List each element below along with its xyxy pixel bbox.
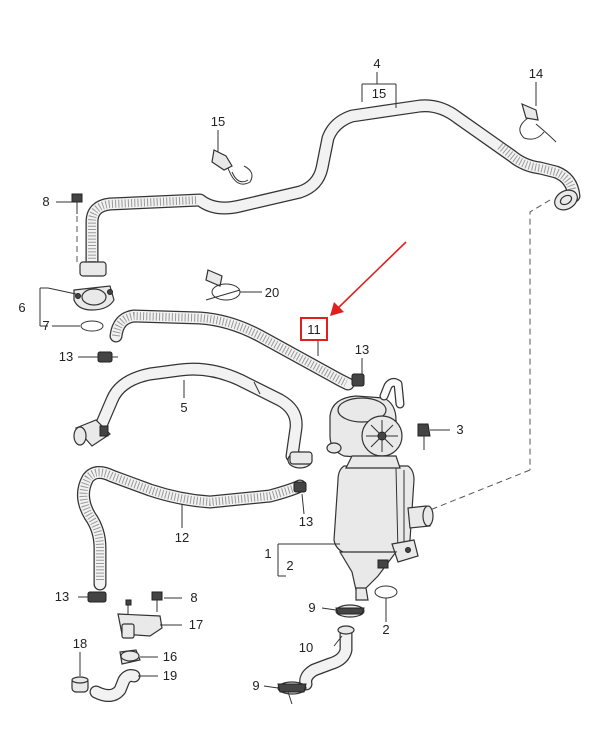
callout-15-top: 15 xyxy=(372,86,386,101)
oil-separator-1 xyxy=(326,377,434,601)
bolt-8-upper xyxy=(71,193,83,262)
callout-6: 6 xyxy=(18,300,25,315)
hose-19 xyxy=(89,669,141,702)
callout-2: 2 xyxy=(382,622,389,637)
clip-15 xyxy=(211,149,253,185)
clamp-13-lower xyxy=(293,481,307,493)
hose-11 xyxy=(109,309,355,391)
callout-9-upper: 9 xyxy=(308,600,315,615)
callout-4: 4 xyxy=(373,56,380,71)
clip-14 xyxy=(519,102,557,143)
callout-9-lower: 9 xyxy=(252,678,259,693)
callout-3: 3 xyxy=(456,422,463,437)
vent-pipe-elbow xyxy=(554,189,578,211)
callout-16: 16 xyxy=(163,649,177,664)
clamp-13-pump xyxy=(351,373,365,387)
o-ring-2 xyxy=(374,585,398,599)
callout-7: 7 xyxy=(42,318,49,333)
callout-10: 10 xyxy=(299,640,313,655)
clamp-13-left xyxy=(97,351,118,363)
hose-10 xyxy=(299,625,355,691)
callout-13-bottom: 13 xyxy=(55,589,69,604)
clamp-9-lower xyxy=(277,681,307,705)
callout-20: 20 xyxy=(265,285,279,300)
callout-15: 15 xyxy=(211,114,225,129)
grommet-16 xyxy=(119,649,141,665)
valve-17 xyxy=(117,599,163,639)
highlight-marker xyxy=(300,241,407,341)
o-ring-7 xyxy=(80,320,104,332)
hose-12 xyxy=(77,466,307,591)
callout-13-lower: 13 xyxy=(299,514,313,529)
hose-5-connector xyxy=(73,419,313,469)
clip-20 xyxy=(205,269,241,301)
callout-5: 5 xyxy=(180,400,187,415)
highlight-box xyxy=(300,317,328,341)
hose-5 xyxy=(93,362,303,463)
flange-fitting-6 xyxy=(73,261,115,311)
callout-13-pump: 13 xyxy=(355,342,369,357)
vent-pipe-15 xyxy=(85,99,581,275)
bolt-8-lower xyxy=(151,591,163,612)
callout-2-bracket: 2 xyxy=(286,558,293,573)
highlight-arrow xyxy=(335,241,407,311)
bolt-3 xyxy=(417,423,431,450)
callout-13-left: 13 xyxy=(59,349,73,364)
callout-18: 18 xyxy=(73,636,87,651)
callout-8-lower: 8 xyxy=(190,590,197,605)
callout-11: 11 xyxy=(307,322,321,337)
callout-17: 17 xyxy=(189,617,203,632)
highlight-arrowhead xyxy=(330,302,344,316)
clamp-13-bottom xyxy=(87,591,107,603)
callout-8-upper: 8 xyxy=(42,194,49,209)
clamp-9-upper xyxy=(335,604,365,618)
routing-lines xyxy=(429,199,551,511)
leader-lines xyxy=(39,72,537,689)
callout-12: 12 xyxy=(175,530,189,545)
cap-18 xyxy=(71,676,89,693)
callout-1: 1 xyxy=(264,546,271,561)
callout-14: 14 xyxy=(529,66,543,81)
callout-labels: 4 15 15 14 8 6 7 20 11 13 13 5 3 13 12 1… xyxy=(18,56,543,693)
callout-19: 19 xyxy=(163,668,177,683)
